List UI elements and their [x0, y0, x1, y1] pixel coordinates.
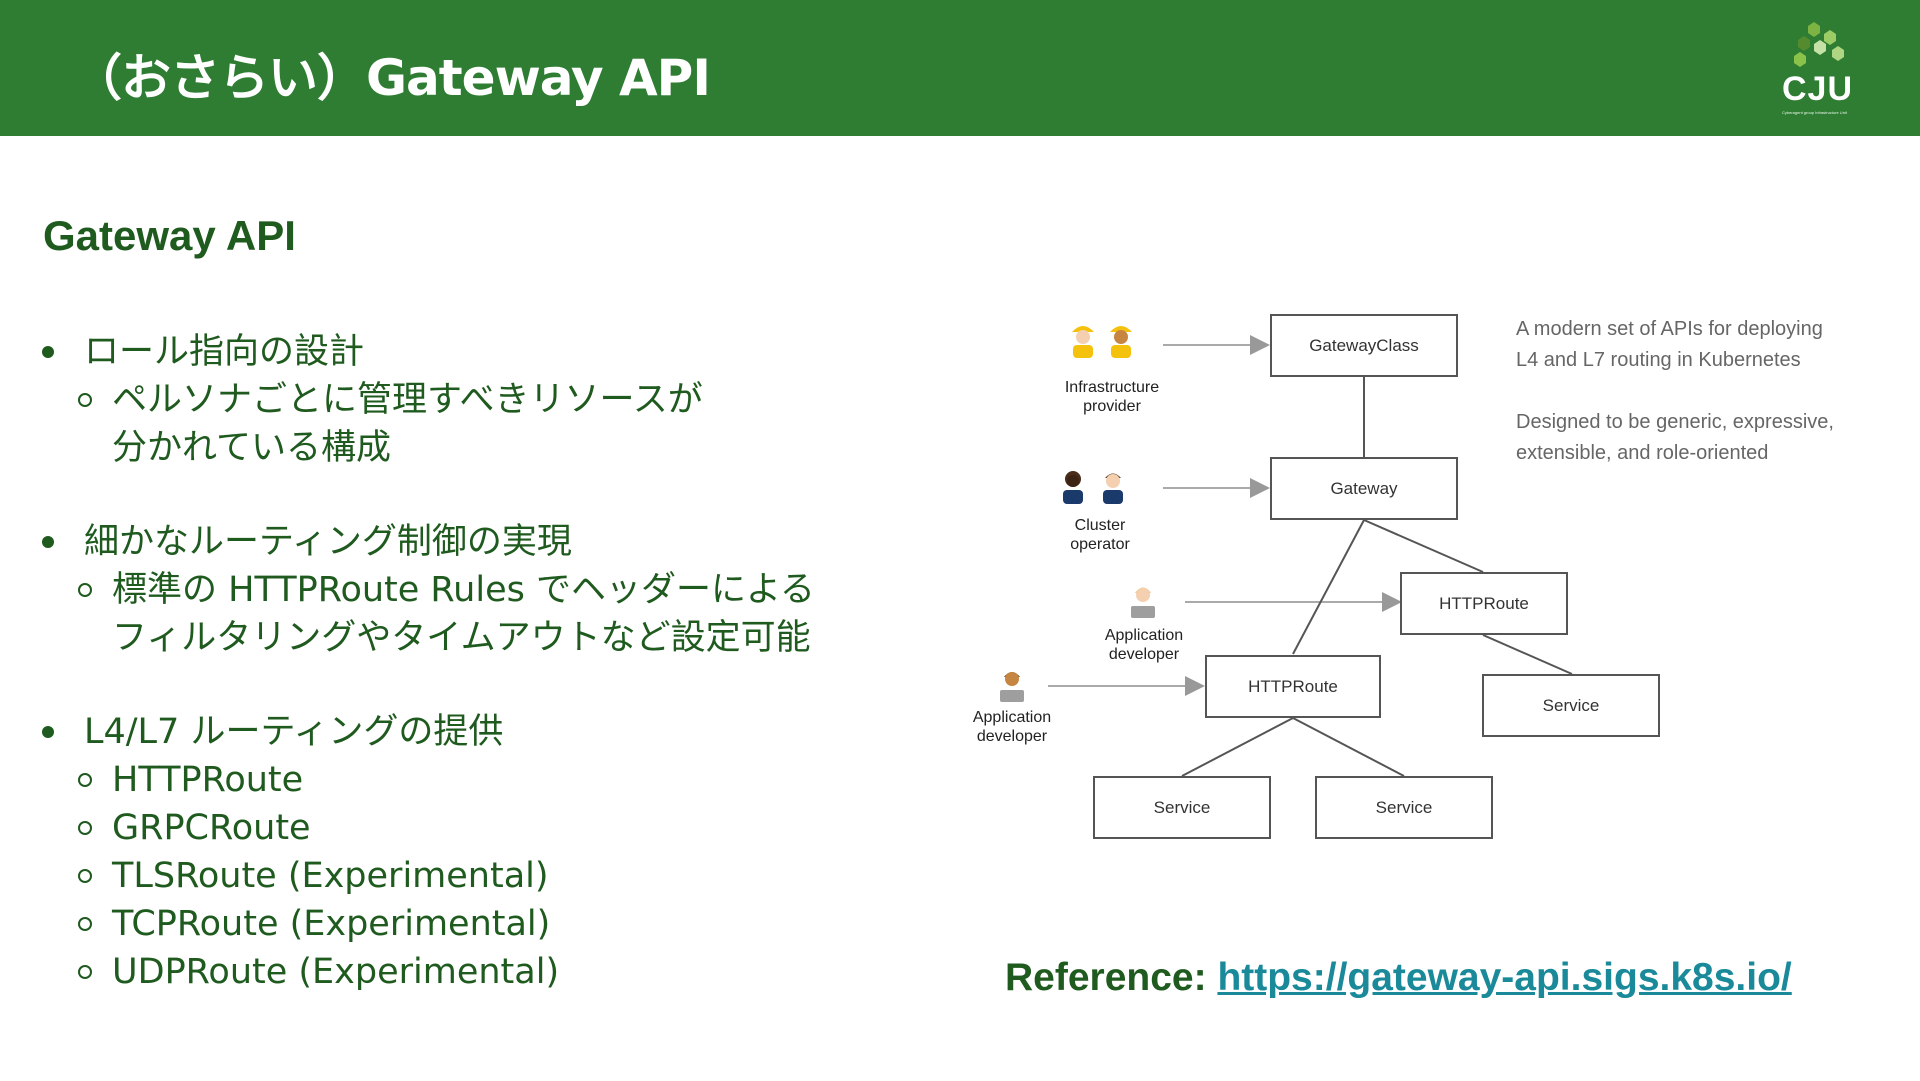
diagram-description: A modern set of APIs for deploying L4 an…: [1516, 314, 1896, 469]
service-right-box: Service: [1482, 674, 1660, 737]
line-httproute-right-service: [1482, 634, 1573, 675]
role-cluster-operator: Cluster operator: [1040, 516, 1160, 554]
bullet-group: ロール指向の設計 ペルソナごとに管理すべきリソースが 分かれている構成: [38, 328, 858, 472]
mechanic-icon: [1063, 471, 1083, 504]
sub-bullet-line: 分かれている構成: [112, 428, 391, 468]
sub-bullet-line: フィルタリングやタイムアウトなど設定可能: [112, 618, 811, 658]
sub-bullet-text: 標準の HTTPRoute Rules でヘッダーによる フィルタリングやタイム…: [112, 566, 815, 662]
cju-logo: CJU Cyberagent group Infrastructure Unit: [1772, 18, 1872, 118]
bullet-label: 細かなルーティング制御の実現: [84, 522, 572, 562]
bullet-list: ロール指向の設計 ペルソナごとに管理すべきリソースが 分かれている構成 細かなル…: [38, 328, 858, 1042]
bullet-circle-icon: [78, 869, 92, 883]
httproute-left-box: HTTPRoute: [1205, 655, 1381, 718]
mechanic-icon: [1103, 473, 1123, 504]
bullet-item: ロール指向の設計: [38, 328, 858, 376]
sub-bullet-text: UDPRoute (Experimental): [112, 952, 560, 992]
header-bar: （おさらい）Gateway API CJU Cyberagent group I…: [0, 0, 1920, 136]
description-line: L4 and L7 routing in Kubernetes: [1516, 349, 1801, 371]
sub-bullet-item: UDPRoute (Experimental): [78, 948, 858, 996]
construction-worker-icon: [1110, 326, 1132, 358]
slide-title: （おさらい）Gateway API: [72, 49, 711, 107]
bullet-dot-icon: [42, 346, 54, 358]
bullet-label: ロール指向の設計: [84, 332, 365, 372]
role-label-line: Application: [972, 709, 1052, 726]
description-line: extensible, and role-oriented: [1516, 442, 1769, 464]
bullet-item: L4/L7 ルーティングの提供: [38, 708, 858, 756]
role-label-line: developer: [976, 728, 1048, 745]
sub-bullet-item: 標準の HTTPRoute Rules でヘッダーによる フィルタリングやタイム…: [78, 566, 858, 662]
line-httproute-left-service-middle: [1292, 717, 1405, 777]
line-gateway-httproute-right: [1363, 519, 1484, 573]
line-gateway-httproute-left: [1292, 519, 1365, 655]
description-line: Designed to be generic, expressive,: [1516, 411, 1834, 433]
bullet-label: L4/L7 ルーティングの提供: [84, 712, 504, 752]
bullet-circle-icon: [78, 393, 92, 407]
section-heading: Gateway API: [43, 212, 296, 259]
role-infrastructure-provider: Infrastructure provider: [1042, 378, 1182, 416]
bullet-group: 細かなルーティング制御の実現 標準の HTTPRoute Rules でヘッダー…: [38, 518, 858, 662]
httproute-right-box: HTTPRoute: [1400, 572, 1568, 635]
logo-text: CJU: [1782, 70, 1854, 108]
gateway-box: Gateway: [1270, 457, 1458, 520]
role-label-line: developer: [1108, 646, 1180, 663]
line-httproute-left-service-left: [1181, 717, 1294, 777]
reference-link[interactable]: https://gateway-api.sigs.k8s.io/: [1217, 956, 1792, 999]
sub-bullet-item: GRPCRoute: [78, 804, 858, 852]
bullet-circle-icon: [78, 583, 92, 597]
role-label-line: Infrastructure: [1064, 379, 1160, 396]
bullet-group: L4/L7 ルーティングの提供 HTTPRoute GRPCRoute TLSR…: [38, 708, 858, 996]
bullet-item: 細かなルーティング制御の実現: [38, 518, 858, 566]
sub-bullet-text: HTTPRoute: [112, 760, 304, 800]
diagram-connectors: [1048, 335, 1573, 777]
sub-bullet-text: TLSRoute (Experimental): [112, 856, 549, 896]
role-label-line: operator: [1070, 536, 1130, 553]
sub-bullet-text: GRPCRoute: [112, 808, 311, 848]
bullet-dot-icon: [42, 726, 54, 738]
bullet-dot-icon: [42, 536, 54, 548]
bullet-circle-icon: [78, 821, 92, 835]
bullet-circle-icon: [78, 917, 92, 931]
construction-worker-icon: [1072, 326, 1094, 358]
sub-bullet-line: 標準の HTTPRoute Rules でヘッダーによる: [112, 570, 815, 610]
reference-label: Reference:: [1005, 956, 1218, 999]
bullet-circle-icon: [78, 965, 92, 979]
technologist-icon: [1131, 587, 1155, 618]
sub-bullet-item: HTTPRoute: [78, 756, 858, 804]
gateway-api-diagram: GatewayClass Gateway HTTPRoute HTTPRoute…: [960, 290, 1700, 850]
service-left-box: Service: [1093, 776, 1271, 839]
sub-bullet-text: ペルソナごとに管理すべきリソースが 分かれている構成: [112, 376, 703, 472]
gatewayclass-box: GatewayClass: [1270, 314, 1458, 377]
description-line: A modern set of APIs for deploying: [1516, 318, 1823, 340]
sub-bullet-line: ペルソナごとに管理すべきリソースが: [112, 380, 703, 420]
sub-bullet-item: TCPRoute (Experimental): [78, 900, 858, 948]
logo-subtext: Cyberagent group Infrastructure Unit: [1782, 110, 1847, 115]
role-application-developer: Application developer: [1084, 626, 1204, 664]
sub-bullet-item: ペルソナごとに管理すべきリソースが 分かれている構成: [78, 376, 858, 472]
role-label-line: Cluster: [1074, 517, 1126, 534]
sub-bullet-item: TLSRoute (Experimental): [78, 852, 858, 900]
role-label-line: Application: [1104, 627, 1184, 644]
sub-bullet-text: TCPRoute (Experimental): [112, 904, 551, 944]
service-middle-box: Service: [1315, 776, 1493, 839]
role-label-line: provider: [1083, 398, 1141, 415]
bullet-circle-icon: [78, 773, 92, 787]
reference-line: Reference: https://gateway-api.sigs.k8s.…: [1005, 956, 1792, 1000]
role-application-developer: Application developer: [952, 708, 1072, 746]
hexagon-logo-icon: [1794, 22, 1844, 67]
technologist-icon: [1000, 672, 1024, 702]
